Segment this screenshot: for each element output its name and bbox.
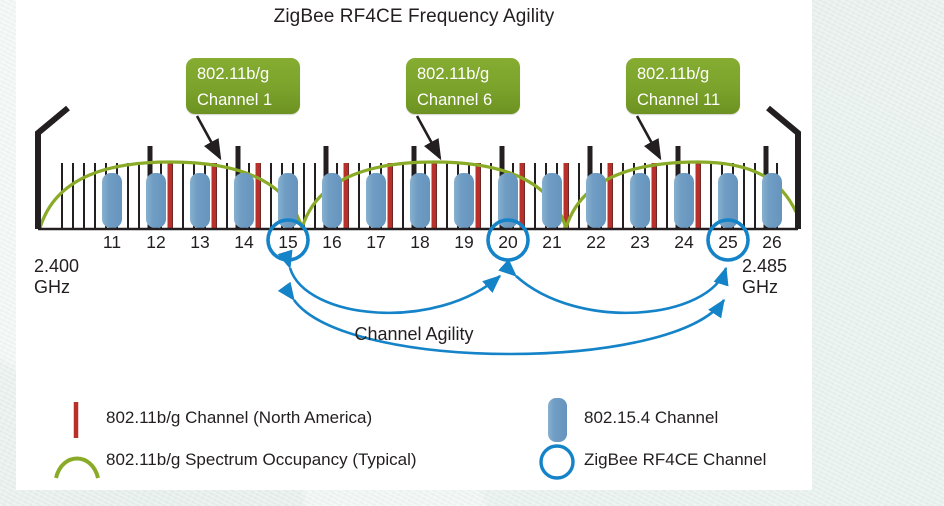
channel-label-12: 12 <box>146 232 166 252</box>
blue-circle-icon <box>539 444 575 480</box>
channel-label-25[interactable]: 25 <box>718 232 738 252</box>
callout-2-line2: Channel 6 <box>417 91 493 109</box>
agility-arrow-15-25 <box>277 281 726 356</box>
figure-panel: ZigBee RF4CE Frequency Agility <box>16 0 812 490</box>
channel-label-18: 18 <box>410 232 430 252</box>
callout-1-line1: 802.11b/g <box>197 65 270 83</box>
callout-wifi-channel-11[interactable]: 802.11b/g Channel 11 <box>626 58 740 114</box>
bar-ch-15 <box>278 173 298 228</box>
bar-ch-18 <box>410 173 430 228</box>
frequency-end-label: 2.485 GHz <box>742 256 787 298</box>
channel-label-14: 14 <box>234 232 254 252</box>
frequency-start-value: 2.400 <box>34 256 80 276</box>
channel-label-17: 17 <box>366 232 386 252</box>
callout-wifi-channel-6[interactable]: 802.11b/g Channel 6 <box>406 58 520 114</box>
axis-left-terminator <box>35 105 70 229</box>
frequency-start-unit: GHz <box>34 277 70 297</box>
frequency-end-value: 2.485 <box>742 256 788 276</box>
callout-2-line1: 802.11b/g <box>417 65 490 83</box>
bar-ch-26 <box>762 173 782 228</box>
bar-ch-21 <box>542 173 562 228</box>
zigbee-channel-bars <box>102 173 782 228</box>
callout-leader-arrows <box>195 115 662 161</box>
channel-label-24: 24 <box>674 232 694 252</box>
bar-ch-12 <box>146 173 166 228</box>
bar-ch-22 <box>586 173 606 228</box>
green-arc-icon <box>54 456 100 479</box>
callout-3-line2: Channel 11 <box>637 91 721 109</box>
callout-3-line1: 802.11b/g <box>637 65 710 83</box>
frequency-agility-chart <box>35 105 801 480</box>
page-title: ZigBee RF4CE Frequency Agility <box>273 6 555 27</box>
blue-bar-icon <box>548 398 567 442</box>
legend-label-802154-channel: 802.15.4 Channel <box>584 408 719 427</box>
wifi-channel-center-markers <box>211 163 657 228</box>
agility-arrow-20-25 <box>498 258 729 315</box>
channel-label-22: 22 <box>586 232 606 252</box>
channel-label-20[interactable]: 20 <box>498 232 518 252</box>
channel-label-23: 23 <box>630 232 650 252</box>
channel-label-26: 26 <box>762 232 782 252</box>
bar-ch-11 <box>102 173 122 228</box>
bar-ch-14 <box>234 173 254 228</box>
legend-label-spectrum-occupancy: 802.11b/g Spectrum Occupancy (Typical) <box>106 450 417 469</box>
bar-ch-13 <box>190 173 210 228</box>
bar-ch-25 <box>718 173 738 228</box>
channel-label-19: 19 <box>454 232 474 252</box>
agility-arrow-15-20 <box>277 249 501 315</box>
channel-agility-label: Channel Agility <box>354 324 474 344</box>
channel-label-21: 21 <box>542 232 562 252</box>
bar-ch-24 <box>674 173 694 228</box>
bar-ch-19 <box>454 173 474 228</box>
bar-ch-23 <box>630 173 650 228</box>
legend-label-wifi-channel: 802.11b/g Channel (North America) <box>106 408 373 427</box>
channel-agility-arrows <box>277 249 729 356</box>
channel-label-13: 13 <box>190 232 210 252</box>
callout-1-line2: Channel 1 <box>197 91 273 109</box>
channel-label-15[interactable]: 15 <box>278 232 298 252</box>
callout-wifi-channel-1[interactable]: 802.11b/g Channel 1 <box>186 58 300 114</box>
bar-ch-20 <box>498 173 518 228</box>
bar-ch-16 <box>322 173 342 228</box>
channel-label-11: 11 <box>102 232 122 252</box>
axis-right-terminator <box>766 105 801 229</box>
bar-ch-17 <box>366 173 386 228</box>
legend-label-rf4ce-channel: ZigBee RF4CE Channel <box>584 450 767 469</box>
frequency-start-label: 2.400 GHz <box>34 256 79 298</box>
frequency-end-unit: GHz <box>742 277 778 297</box>
channel-label-16: 16 <box>322 232 342 252</box>
